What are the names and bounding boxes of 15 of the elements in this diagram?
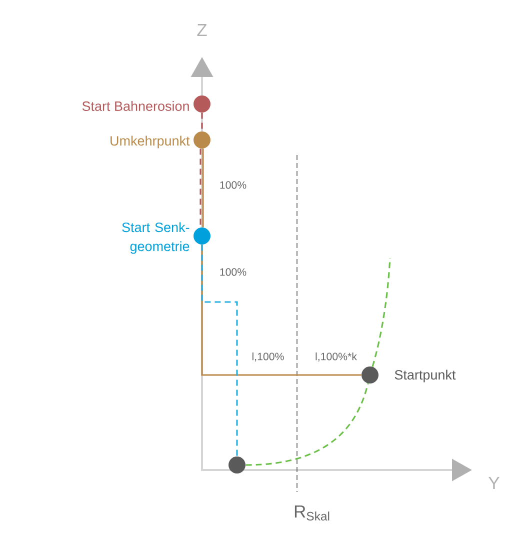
connector-line (246, 383, 369, 466)
axis-label: Z (197, 24, 207, 36)
point-label: Start Bahnerosion (82, 101, 189, 111)
point-marker (228, 456, 246, 474)
connector-line (372, 258, 391, 367)
point-label: Umkehrpunkt (110, 136, 190, 148)
connector-line (201, 244, 238, 456)
axis-label: Y (488, 476, 500, 490)
connector-line (200, 148, 202, 228)
line-label: 100% (220, 181, 246, 189)
connector-line (201, 112, 203, 132)
point-label: Start Senk- geometrie (122, 222, 190, 254)
line-label: l,100% (252, 352, 284, 362)
connector-line (202, 148, 204, 228)
point-label: Startpunkt (394, 370, 456, 382)
